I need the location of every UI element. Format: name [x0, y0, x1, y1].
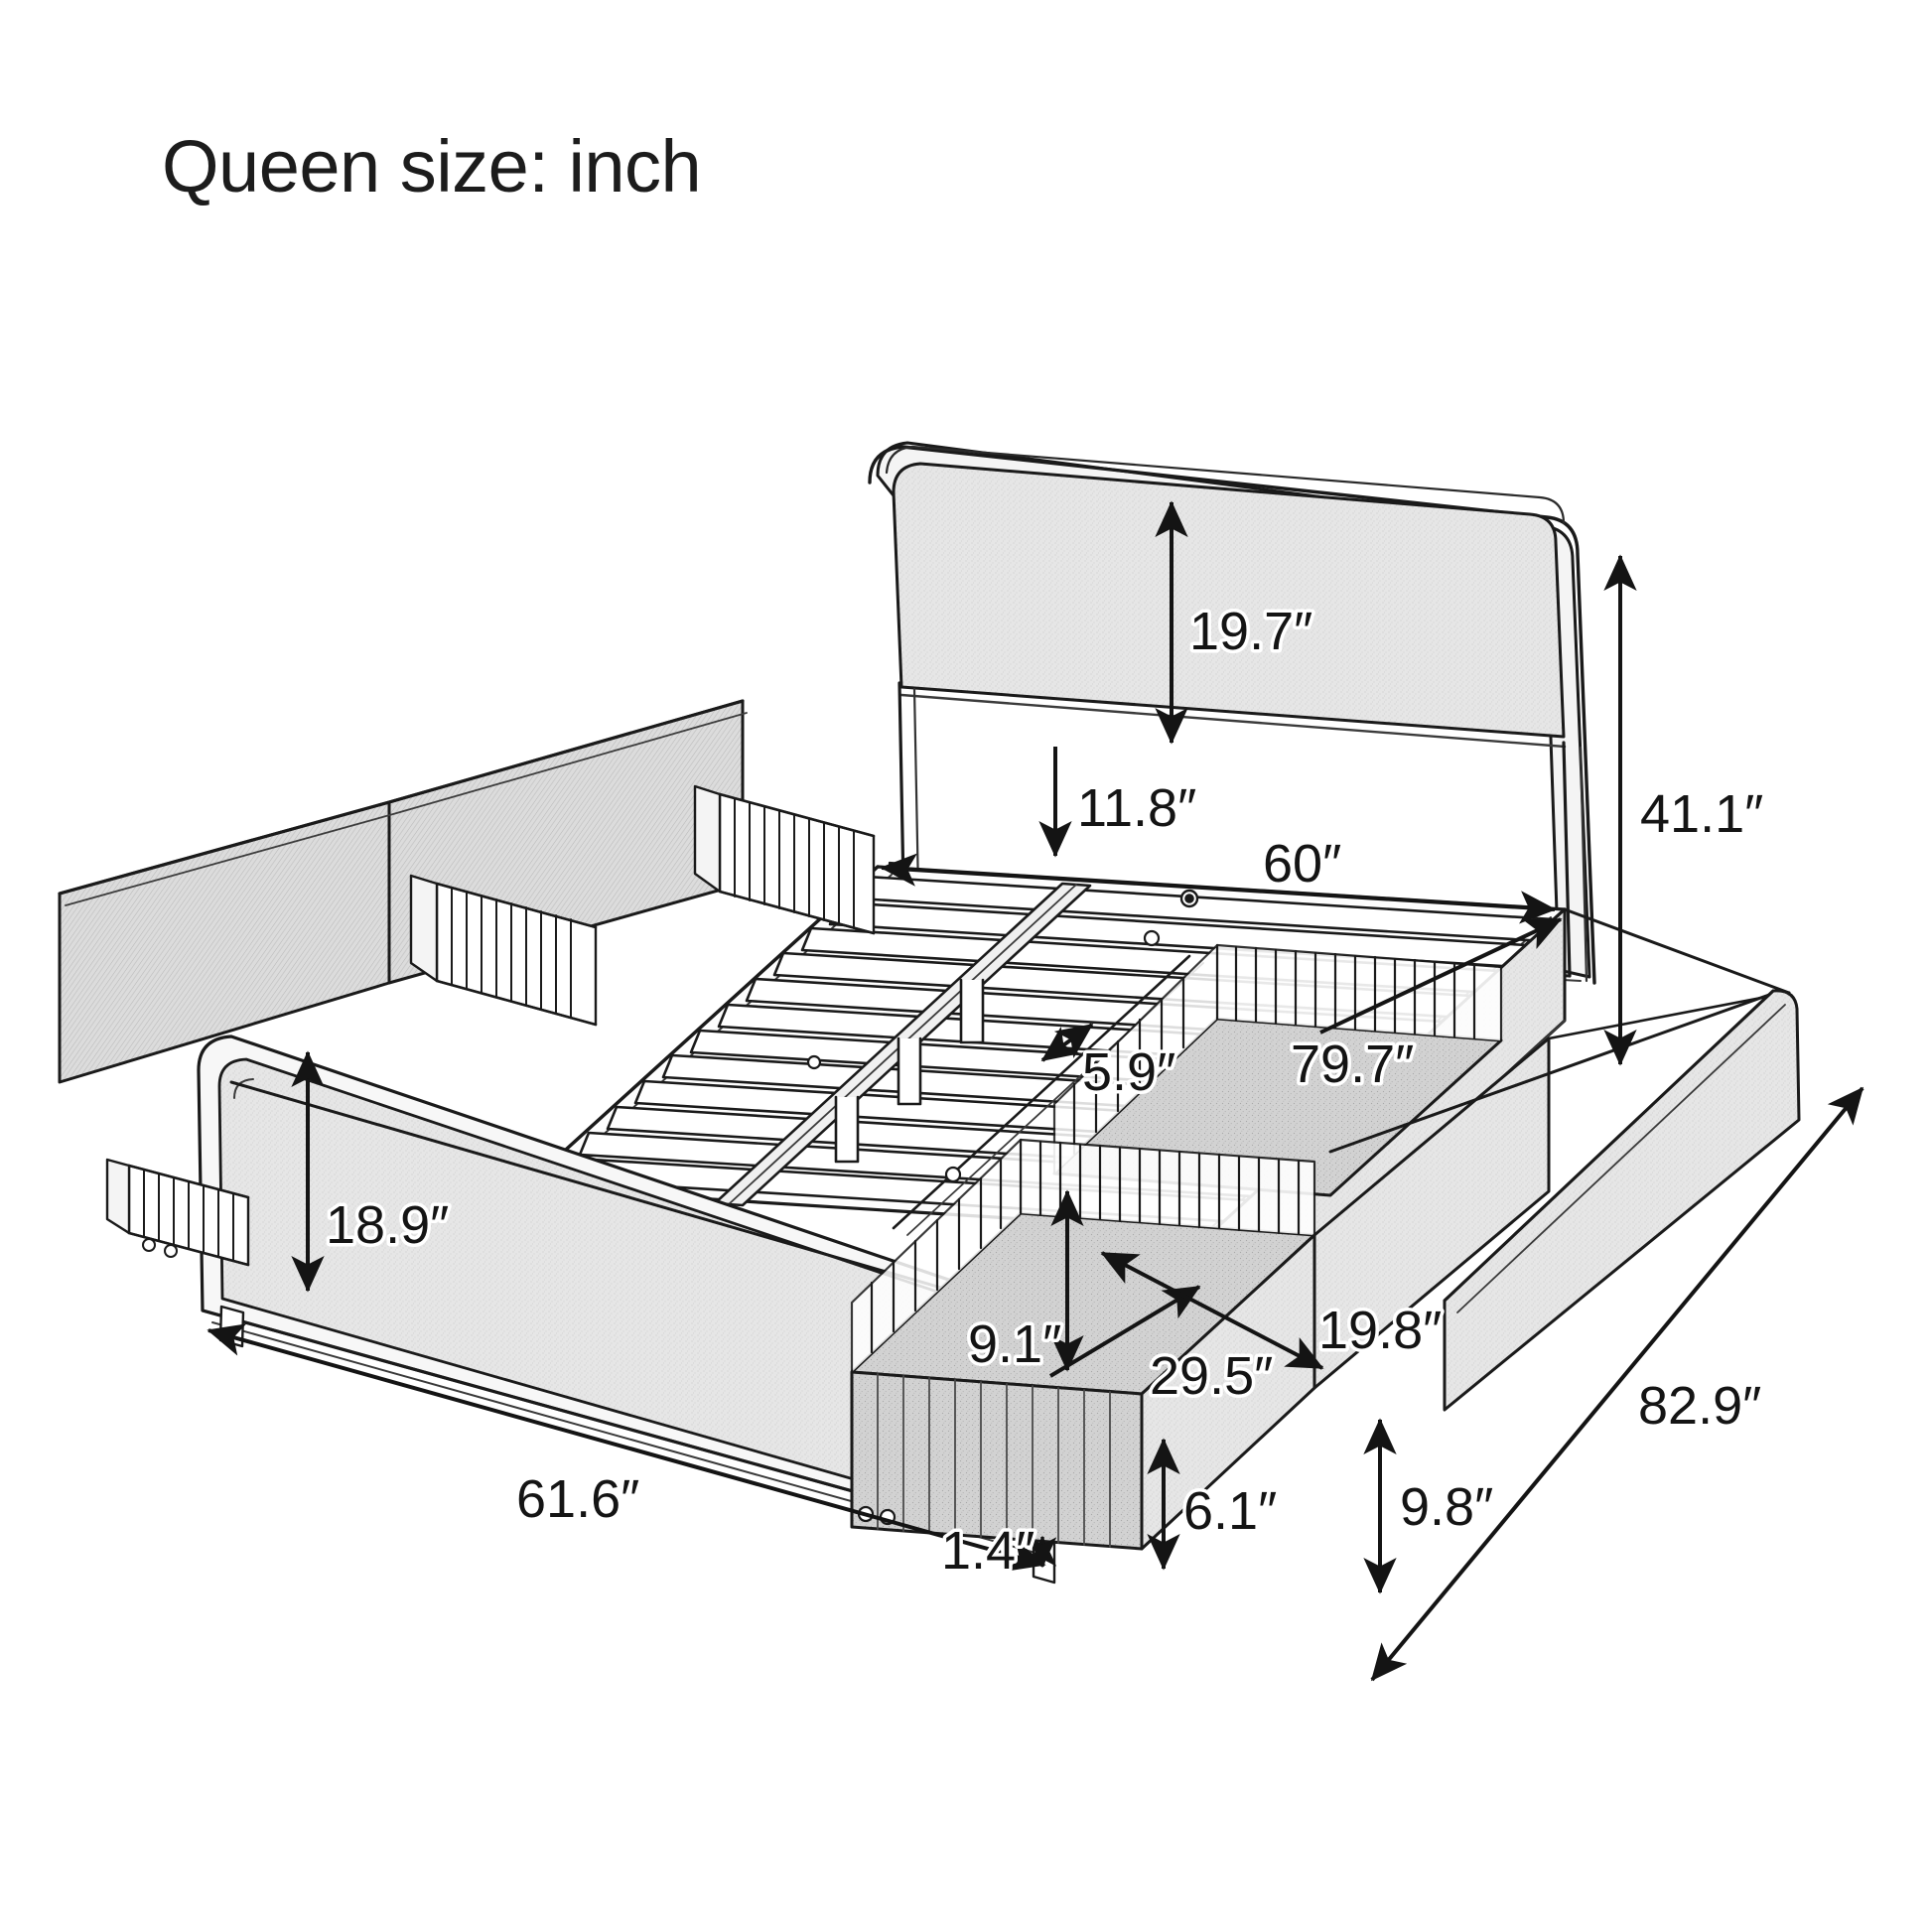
dimension-overall-length: 82.9″: [1370, 1086, 1864, 1682]
dimension-label-drawer-width: 19.8″: [1318, 1301, 1442, 1360]
dimension-headboard-gap-height: 11.8″: [1038, 747, 1200, 858]
dimension-label-headboard-gap-height: 11.8″: [1077, 778, 1196, 838]
dimension-label-slat-spacing: 5.9″: [1082, 1042, 1175, 1102]
dimension-label-drawer-front-height: 9.8″: [1400, 1477, 1493, 1537]
dimension-label-mattress-width: 60″: [1263, 834, 1341, 894]
dimension-mattress-width: 60″: [880, 831, 1557, 924]
dimension-footboard-height: 18.9″: [291, 1050, 453, 1293]
wire-basket-low-left: [105, 1158, 250, 1267]
dimension-drawer-interior-height: 6.1″: [1147, 1438, 1281, 1571]
page-title: Queen size: inch: [162, 125, 702, 207]
dimension-mattress-length: 79.7″: [1288, 917, 1563, 1098]
left-side-panel: [58, 699, 748, 1084]
dimension-label-footboard-height: 18.9″: [326, 1195, 449, 1255]
dimension-label-headboard-panel-height: 19.7″: [1189, 602, 1312, 661]
dimension-headboard-panel-height: 19.7″: [1155, 500, 1316, 745]
dimension-label-under-frame-clearance: 9.1″: [968, 1314, 1061, 1374]
dimension-drawer-front-height: 9.8″: [1363, 1418, 1497, 1594]
dimension-label-headboard-total-height: 41.1″: [1640, 784, 1763, 844]
dimension-label-mattress-length: 79.7″: [1291, 1035, 1414, 1094]
dimension-label-overall-width: 61.6″: [516, 1469, 639, 1529]
dimension-label-leg-height: 1.4″: [941, 1521, 1035, 1581]
dimension-label-drawer-interior-height: 6.1″: [1183, 1481, 1277, 1541]
dimension-label-overall-length: 82.9″: [1638, 1376, 1761, 1436]
dimension-slat-spacing: 5.9″: [1040, 1023, 1179, 1106]
wire-basket-top-left: [693, 784, 876, 935]
dimension-overall-width: 61.6″: [207, 1323, 1046, 1572]
dimension-leg-height: 1.4″: [938, 1518, 1057, 1585]
wire-basket-mid-left: [409, 874, 598, 1027]
dimension-label-drawer-depth: 29.5″: [1150, 1346, 1273, 1406]
dimension-headboard-total-height: 41.1″: [1603, 554, 1767, 1066]
